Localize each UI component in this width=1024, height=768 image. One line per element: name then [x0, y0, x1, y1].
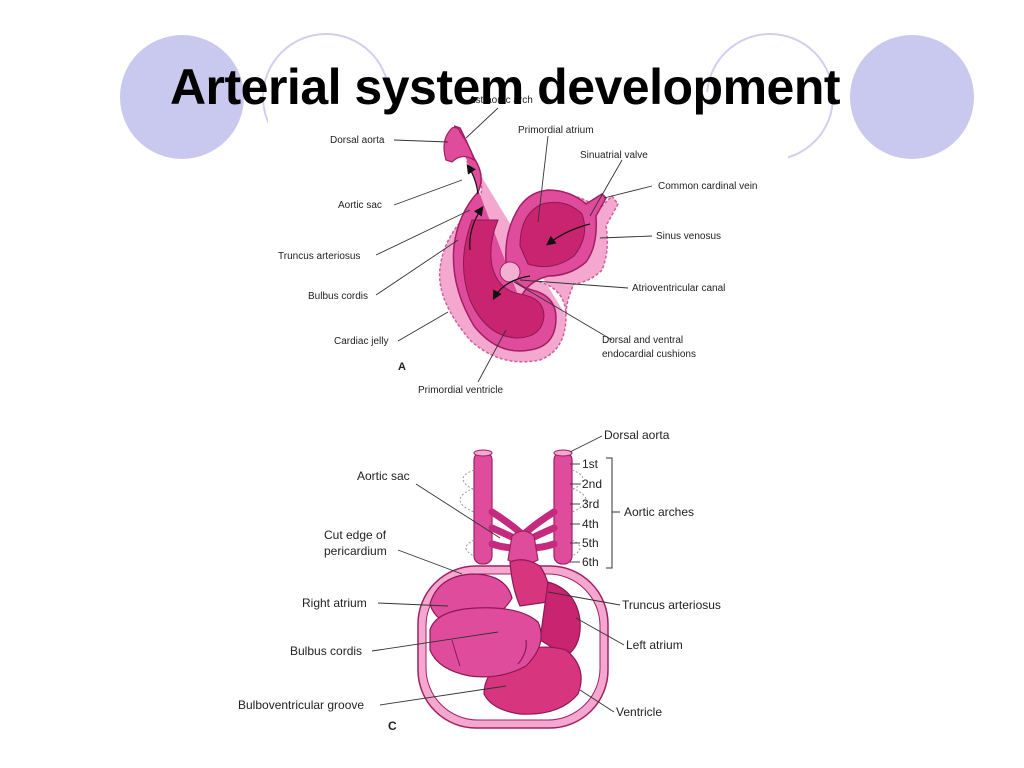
label-pericardium-line1: Cut edge of — [324, 528, 387, 542]
figure-c-panel: Dorsal aorta Aortic sac Cut edge of peri… — [228, 420, 768, 738]
aortic-sac-shape — [507, 530, 539, 565]
first-aortic-arch-shape — [443, 126, 476, 163]
label-bulbus-cordis-a: Bulbus cordis — [308, 291, 368, 302]
label-primordial-atrium: Primordial atrium — [518, 125, 594, 136]
decor-circle-right — [850, 35, 974, 159]
arch-label-5th: 5th — [582, 536, 599, 550]
label-sinuatrial-valve: Sinuatrial valve — [580, 150, 648, 161]
label-bulboventricular-groove: Bulboventricular groove — [238, 698, 364, 712]
bulboventricular-groove-line — [517, 639, 527, 665]
figure-a-leader-lines — [375, 107, 653, 383]
primordial-atrium-lumen — [519, 201, 586, 268]
flow-arrow-2 — [492, 275, 531, 301]
label-common-cardinal-vein: Common cardinal vein — [658, 181, 758, 192]
left-dorsal-aorta-tube — [473, 451, 493, 565]
flow-arrow-4 — [466, 164, 479, 195]
label-truncus-arteriosus-c: Truncus arteriosus — [622, 598, 721, 612]
slide-title: Arterial system development — [169, 58, 841, 115]
panel-letter-c: C — [388, 719, 397, 733]
flow-arrow-3 — [469, 206, 484, 251]
label-aortic-sac-a: Aortic sac — [338, 200, 382, 211]
panel-letter-a: A — [398, 361, 406, 373]
figure-a-panel: 1st aortic arch Dorsal aorta Aortic sac … — [268, 92, 788, 408]
label-pericardium-line2: pericardium — [324, 544, 387, 558]
label-aortic-sac-c: Aortic sac — [357, 469, 410, 483]
label-cushions-line1: Dorsal and ventral — [602, 335, 683, 346]
label-bulbus-cordis-c: Bulbus cordis — [290, 644, 362, 658]
label-sinus-venosus: Sinus venosus — [656, 231, 721, 242]
label-cardiac-jelly: Cardiac jelly — [334, 336, 388, 347]
label-dorsal-aorta-a: Dorsal aorta — [330, 135, 385, 146]
label-right-atrium: Right atrium — [302, 596, 367, 610]
regressed-arches — [459, 469, 587, 557]
arch-label-6th: 6th — [582, 555, 599, 569]
label-atrioventricular-canal: Atrioventricular canal — [632, 283, 725, 294]
label-primordial-ventricle: Primordial ventricle — [418, 385, 503, 396]
right-aorta-opening — [553, 449, 573, 457]
aortic-arches-bracket — [606, 457, 620, 569]
arch-label-4th: 4th — [582, 517, 599, 531]
label-cushions-line2: endocardial cushions — [602, 349, 696, 360]
bulbus-cordis-shape — [429, 607, 542, 678]
arch-label-3rd: 3rd — [582, 497, 599, 511]
primordial-ventricle-lumen — [463, 219, 545, 339]
left-aorta-opening — [473, 449, 493, 457]
figure-c-diagram: Dorsal aorta Aortic sac Cut edge of peri… — [238, 428, 721, 733]
bulbus-inner-line — [451, 639, 461, 667]
label-first-aortic-arch: 1st aortic arch — [470, 95, 533, 106]
arch-label-2nd: 2nd — [582, 477, 602, 491]
figure-a-diagram: 1st aortic arch Dorsal aorta Aortic sac … — [278, 95, 758, 396]
right-dorsal-aorta-tube — [553, 451, 573, 565]
label-left-atrium: Left atrium — [626, 638, 683, 652]
label-aortic-arches: Aortic arches — [624, 505, 694, 519]
label-truncus-arteriosus-a: Truncus arteriosus — [278, 251, 360, 262]
decor-circle-left — [120, 35, 244, 159]
figure-c-leader-lines — [371, 435, 625, 713]
arch-label-1st: 1st — [582, 457, 599, 471]
label-ventricle: Ventricle — [616, 705, 662, 719]
flow-arrow-1 — [546, 223, 591, 246]
label-dorsal-aorta-c: Dorsal aorta — [604, 428, 670, 442]
